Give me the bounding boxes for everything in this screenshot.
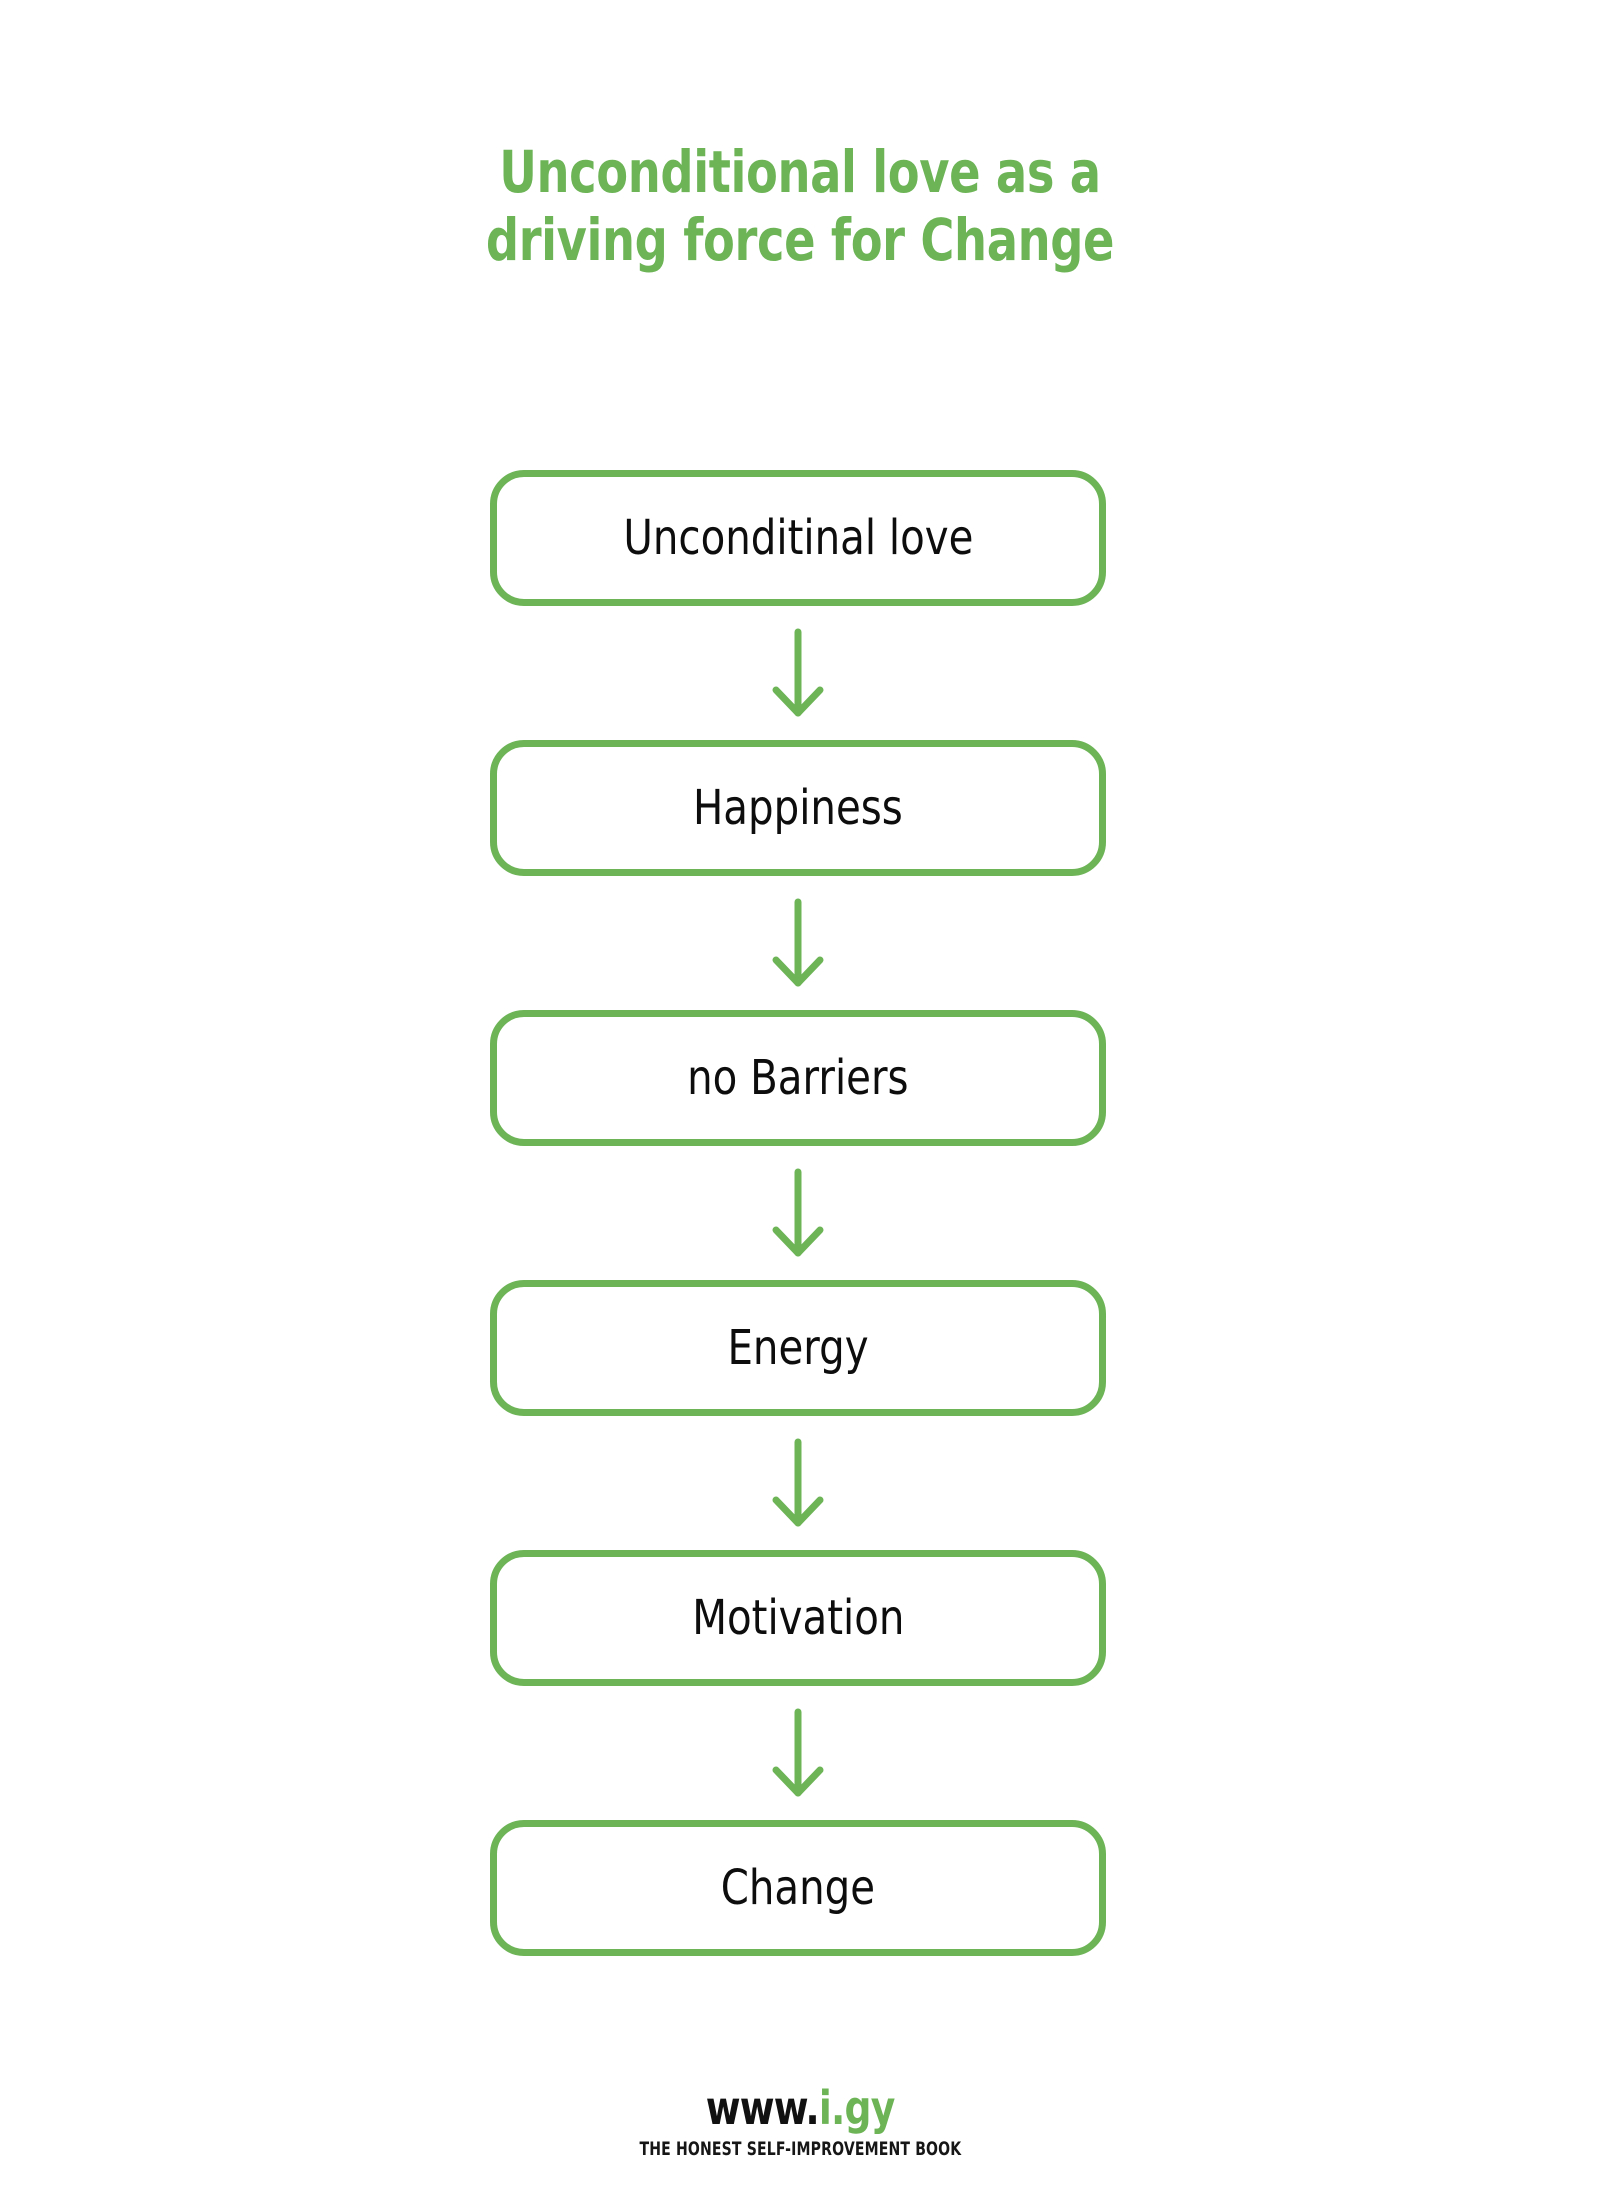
flow-arrow-1 bbox=[490, 606, 1106, 740]
footer: www.i.gy THE HONEST SELF-IMPROVEMENT BOO… bbox=[0, 2085, 1600, 2160]
flowchart: Unconditinal love Happiness no Barri bbox=[490, 470, 1106, 1956]
flow-node-4[interactable]: Energy bbox=[490, 1280, 1106, 1416]
arrow-down-icon bbox=[770, 897, 826, 989]
arrow-down-icon bbox=[770, 627, 826, 719]
page-title-line-2: driving force for Change bbox=[485, 206, 1115, 275]
flow-node-6[interactable]: Change bbox=[490, 1820, 1106, 1956]
flow-node-label: Energy bbox=[727, 1320, 869, 1376]
flow-node-2[interactable]: Happiness bbox=[490, 740, 1106, 876]
flow-node-label: Motivation bbox=[691, 1590, 905, 1646]
arrow-down-icon bbox=[770, 1167, 826, 1259]
arrow-down-icon bbox=[770, 1437, 826, 1529]
flow-arrow-2 bbox=[490, 876, 1106, 1010]
flow-node-5[interactable]: Motivation bbox=[490, 1550, 1106, 1686]
page-title-line-1: Unconditional love as a bbox=[499, 138, 1101, 206]
page-title: Unconditional love as a driving force fo… bbox=[160, 138, 1440, 275]
footer-tagline-row: THE HONEST SELF-IMPROVEMENT BOOK bbox=[0, 2131, 1600, 2160]
site-logo-www: www. bbox=[705, 2081, 820, 2135]
flow-arrow-3 bbox=[490, 1146, 1106, 1280]
flow-node-label: no Barriers bbox=[687, 1050, 909, 1106]
footer-tagline: THE HONEST SELF-IMPROVEMENT BOOK bbox=[639, 2138, 961, 2160]
footer-logo-row: www.i.gy bbox=[0, 2085, 1600, 2131]
flow-arrow-4 bbox=[490, 1416, 1106, 1550]
flow-node-label: Happiness bbox=[693, 780, 903, 836]
site-logo-domain: i.gy bbox=[818, 2081, 895, 2135]
flow-node-label: Unconditinal love bbox=[622, 510, 974, 566]
site-logo[interactable]: www.i.gy bbox=[706, 2085, 896, 2131]
flow-node-label: Change bbox=[720, 1860, 876, 1916]
flow-node-1[interactable]: Unconditinal love bbox=[490, 470, 1106, 606]
flow-arrow-5 bbox=[490, 1686, 1106, 1820]
arrow-down-icon bbox=[770, 1707, 826, 1799]
flow-node-3[interactable]: no Barriers bbox=[490, 1010, 1106, 1146]
